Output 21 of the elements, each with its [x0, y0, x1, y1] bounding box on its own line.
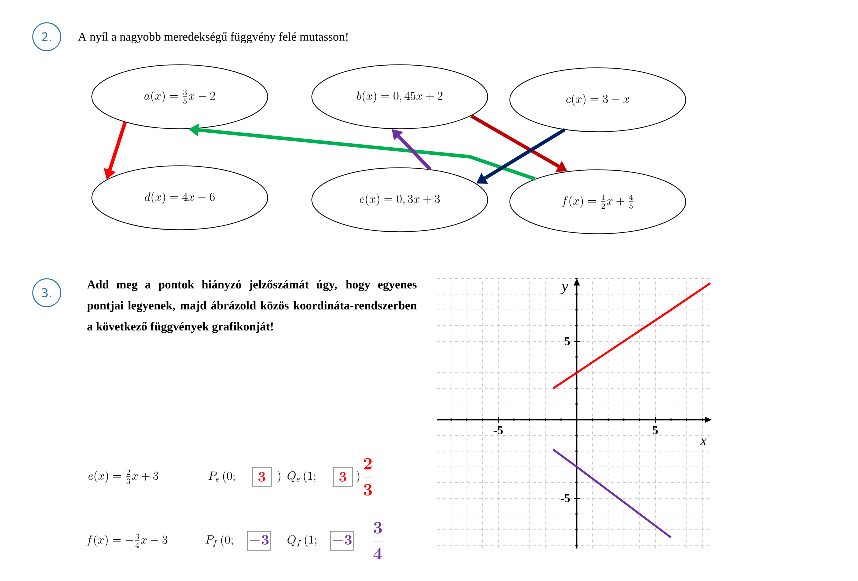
y-axis-title: y [560, 284, 568, 294]
formula: $P_e\,(0;$ [208, 471, 235, 484]
answer-box: $3$ [252, 467, 272, 487]
handwritten-fraction: $\frac{2}{3}$ [363, 458, 373, 496]
handwritten-fraction: $\frac{3}{4}$ [373, 522, 383, 560]
answer-box: $-3$ [330, 531, 354, 551]
formula: $f(x)=-\frac{3}{4}x-3$ [86, 534, 168, 548]
answer-box: $3$ [333, 467, 353, 487]
task-heading: A nyíl a nagyobb meredekségű függvény felé mutasson! [78, 32, 348, 44]
line-series [552, 282, 712, 390]
circled-number: 3. [32, 278, 62, 308]
formula: $)$ [356, 471, 360, 484]
answer-box: $-3$ [247, 531, 271, 551]
formula: $Q_e\,(1;$ [288, 471, 316, 484]
formula: $e(x)=\frac{2}{3}x+3$ [88, 470, 158, 484]
x-axis-title: x [700, 438, 707, 446]
task-text: Add meg a pontok hiányzó jelzőszámát úgy, hogy egyenes pontjai legyenek, majd ábrázold közös koordináta-rendszerben a következő függvények grafikonját! [87, 280, 418, 334]
formula: $)$ [278, 471, 281, 484]
formula: $Q_f\,(1;$ [288, 534, 317, 548]
circled-number: 2. [32, 22, 62, 52]
formula: $P_f\,(0;$ [206, 534, 233, 548]
